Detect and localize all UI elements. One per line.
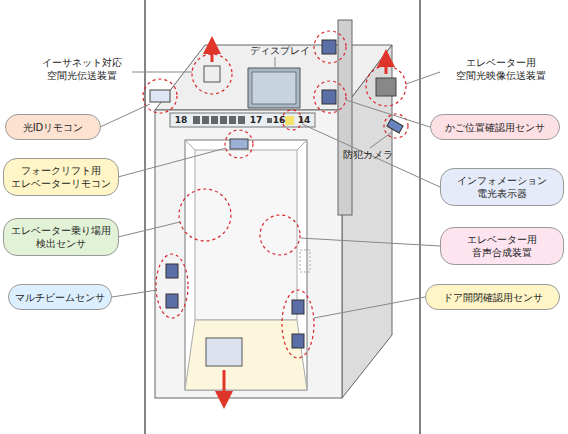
floor-number: 18	[171, 115, 191, 126]
floor-number: 16	[272, 115, 286, 126]
callout-text-group: かご位置確認用センサ	[445, 121, 545, 134]
part-label: イーサネット対応 空間光伝送装置	[30, 56, 134, 82]
callout-box: マルチビームセンサ	[8, 284, 112, 310]
callout-text-group: ドア開閉確認用センサ	[443, 291, 543, 304]
callout-box: エレベーター乗り場用 検出センサ	[3, 218, 119, 256]
callout-text-group: インフォメーション 電光表示器	[441, 174, 563, 200]
callout-text: インフォメーション 電光表示器	[441, 174, 563, 200]
callout-text: エレベーター乗り場用 検出センサ	[4, 224, 118, 250]
callout-text: エレベーター用 音声合成装置	[441, 233, 563, 259]
floor-number: 14	[295, 115, 313, 126]
floor-number: 17	[247, 115, 265, 126]
callout-text: フォークリフト用 エレベーターリモコン	[4, 164, 118, 190]
callout-text: マルチビームセンサ	[15, 291, 105, 304]
callout-text-group: フォークリフト用 エレベーターリモコン	[4, 164, 118, 190]
callout-text: 光IDリモコン	[23, 121, 84, 134]
part-label: ディスプレイ	[250, 44, 310, 57]
callout-text-group: エレベーター用 音声合成装置	[441, 233, 563, 259]
callout-text: かご位置確認用センサ	[445, 121, 545, 134]
callout-box: インフォメーション 電光表示器	[440, 168, 564, 206]
callout-box: 光IDリモコン	[5, 114, 101, 140]
callout-text-group: マルチビームセンサ	[15, 291, 105, 304]
callout-text: ドア開閉確認用センサ	[443, 291, 543, 304]
callout-box: かご位置確認用センサ	[430, 114, 560, 140]
callout-text-group: エレベーター乗り場用 検出センサ	[4, 224, 118, 250]
callout-text-group: 光IDリモコン	[23, 121, 84, 134]
callout-box: エレベーター用 音声合成装置	[440, 227, 564, 265]
callout-box: フォークリフト用 エレベーターリモコン	[3, 158, 119, 196]
part-label: 防犯カメラ	[340, 148, 396, 161]
callout-box: ドア開閉確認用センサ	[425, 284, 560, 310]
part-label: エレベーター用 空間光映像伝送装置	[440, 56, 562, 82]
